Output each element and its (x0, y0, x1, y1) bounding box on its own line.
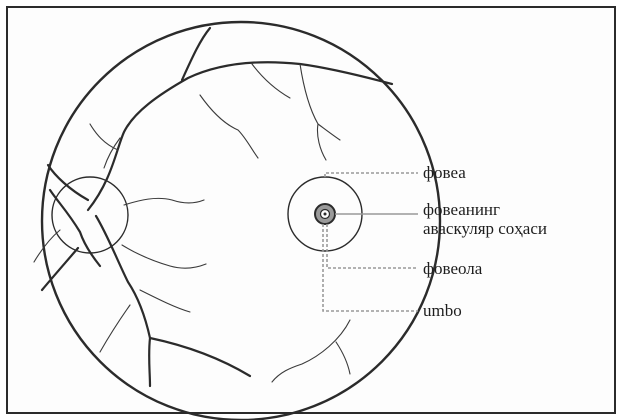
inferior-temporal-vessel (150, 338, 250, 376)
fine-vessels (34, 64, 350, 382)
major-vessels (42, 28, 392, 386)
optic-cross-vessel (50, 190, 100, 266)
label-umbo: umbo (423, 301, 462, 320)
foveola-leader (327, 224, 418, 268)
label-foveola: фовеола (423, 259, 482, 278)
leader-lines (323, 173, 418, 311)
fovea-leader (325, 173, 418, 177)
superior-arcade (88, 62, 392, 210)
inferior-arcade (96, 216, 150, 386)
label-fovea: фовеа (423, 163, 466, 182)
optic-disc (52, 177, 128, 253)
label-avascular-zone-line2: аваскуляр соҳаси (423, 219, 547, 238)
label-avascular-zone-line1: фовеанинг (423, 200, 500, 219)
umbo-dot (324, 213, 327, 216)
superior-upper-branch (182, 28, 210, 80)
